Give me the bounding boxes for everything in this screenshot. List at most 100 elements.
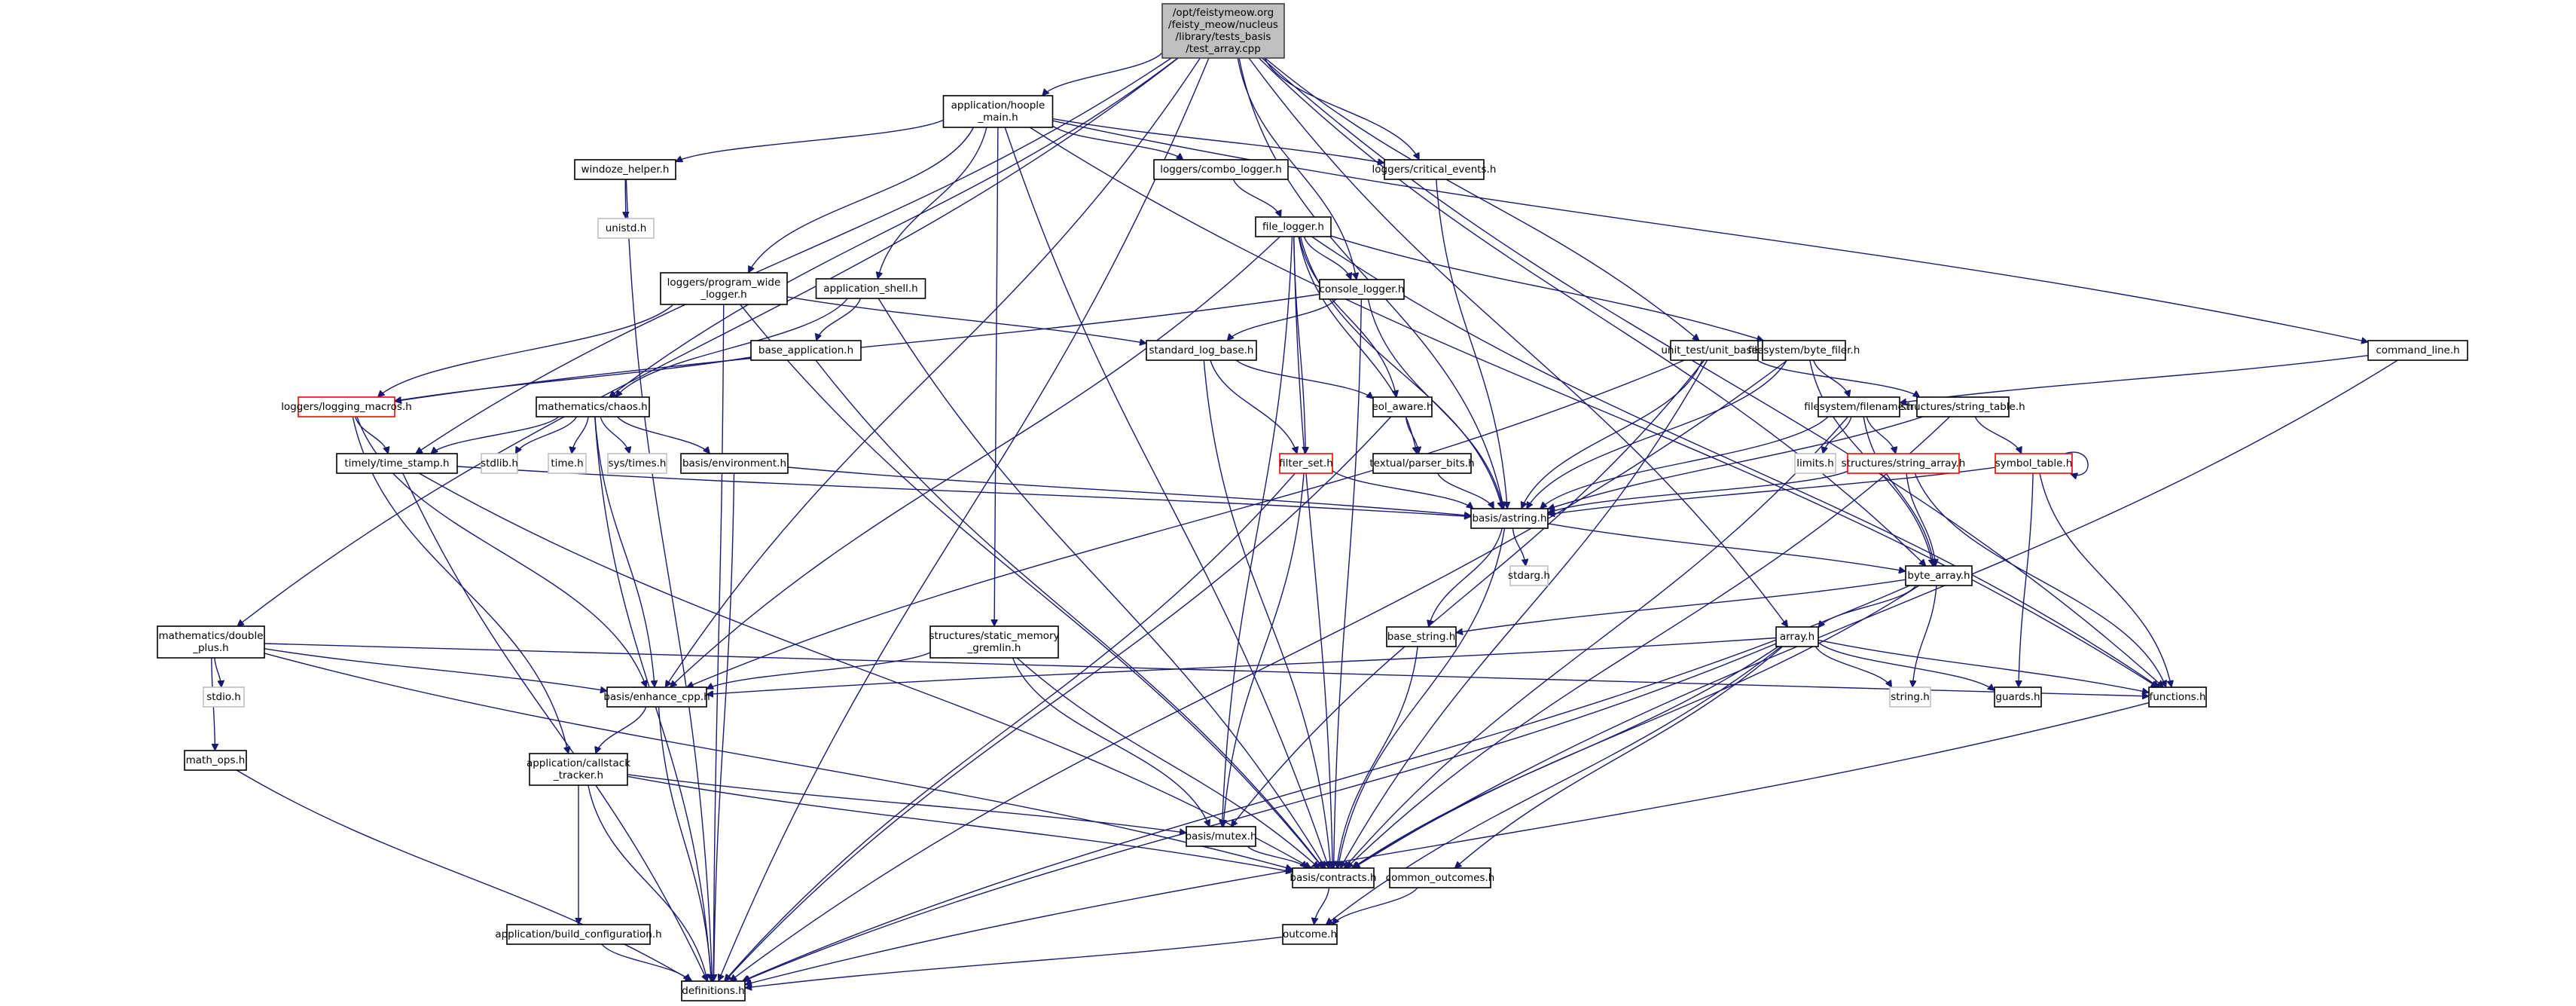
edge-file_logger-to-enhance_cpp [670, 236, 1280, 687]
node-label: application/build_configuration.h [495, 928, 661, 940]
edge-program_wide_logger-to-standard_log_base [786, 296, 1146, 344]
node-eol-aware[interactable]: eol_aware.h [1372, 396, 1433, 417]
edge-application_shell-to-chaos [616, 298, 848, 397]
node-label: textual/parser_bits.h [1369, 457, 1474, 469]
node-base-application[interactable]: base_application.h [750, 340, 862, 361]
node-console-logger[interactable]: console_logger.h [1319, 279, 1405, 300]
edge-base_application-to-logging_macros [395, 356, 752, 401]
node-astring[interactable]: basis/astring.h [1470, 508, 1549, 529]
node-box [1279, 453, 1333, 474]
edge-callstack_tracker-to-mutex [627, 774, 1186, 833]
node-box [481, 453, 518, 474]
node-unit-base[interactable]: unit_test/unit_base.h [1661, 340, 1768, 361]
edge-unit_base-to-enhance_cpp [687, 359, 1685, 687]
node-file-logger[interactable]: file_logger.h [1255, 216, 1332, 237]
edge-application_shell-to-contracts [877, 298, 1326, 868]
node-box [1282, 924, 1338, 945]
edge-base_string-to-contracts [1337, 646, 1418, 868]
node-filter-set[interactable]: filter_set.h [1279, 453, 1333, 474]
node-critical-events[interactable]: loggers/critical_events.h [1372, 159, 1497, 180]
node-enhance-cpp[interactable]: basis/enhance_cpp.h [603, 686, 710, 708]
node-common-outcomes[interactable]: common_outcomes.h [1386, 867, 1495, 888]
node-double-plus[interactable]: mathematics/double_plus.h [157, 625, 265, 659]
node-guards[interactable]: guards.h [1994, 686, 2042, 708]
node-box [1905, 565, 1973, 586]
node-string-array[interactable]: structures/string_array.h [1842, 453, 1966, 474]
node-label: structures/static_memory [929, 630, 1059, 642]
edge-filter_set-to-astring [1332, 469, 1473, 509]
edge-unit_base-to-astring [1521, 359, 1703, 509]
node-time-stamp[interactable]: timely/time_stamp.h [336, 453, 458, 474]
edge-byte_array-to-array [1818, 585, 1917, 628]
node-base-string[interactable]: base_string.h [1386, 626, 1457, 647]
node-build-configuration[interactable]: application/build_configuration.h [495, 924, 662, 945]
node-windoze-helper[interactable]: windoze_helper.h [574, 159, 676, 180]
node-symbol-table[interactable]: symbol_table.h [1995, 453, 2073, 474]
node-hoople-main[interactable]: application/hoople_main.h [942, 95, 1054, 128]
node-byte-array[interactable]: byte_array.h [1905, 565, 1973, 586]
edge-eol_aware-to-parser_bits [1405, 416, 1419, 454]
node-static-memory-gremlin[interactable]: structures/static_memory_gremlin.h [929, 625, 1060, 659]
edge-unit_base-to-string_table [1757, 359, 1920, 398]
edge-eol_aware-to-definitions [725, 416, 1392, 981]
edge-root-to-enhance_cpp [664, 57, 1201, 687]
node-box [1389, 867, 1491, 888]
node-label: _tracker.h [553, 769, 603, 781]
edge-filename-to-string_array [1866, 416, 1896, 454]
edge-hoople_main-to-command_line [1052, 120, 2369, 342]
node-combo-logger[interactable]: loggers/combo_logger.h [1153, 159, 1289, 180]
node-parser-bits[interactable]: textual/parser_bits.h [1369, 453, 1475, 474]
node-label: windoze_helper.h [581, 164, 670, 176]
edge-time_stamp-to-definitions [402, 472, 707, 981]
node-box [574, 159, 676, 180]
edge-file_logger-to-astring [1299, 236, 1503, 509]
edge-enhance_cpp-to-callstack_tracker [596, 706, 647, 754]
node-command-line[interactable]: command_line.h [2367, 340, 2468, 361]
edge-time_stamp-to-contracts [419, 472, 1311, 869]
node-contracts[interactable]: basis/contracts.h [1290, 867, 1377, 888]
node-unistd: unistd.h [597, 218, 655, 239]
node-box [298, 396, 395, 417]
edge-array-to-string_h [1814, 646, 1893, 687]
node-environment[interactable]: basis/environment.h [680, 453, 789, 474]
node-array[interactable]: array.h [1775, 626, 1819, 647]
node-label: sys/times.h [609, 457, 667, 469]
node-box [1470, 508, 1549, 529]
node-logging-macros[interactable]: loggers/logging_macros.h [281, 396, 412, 417]
node-mutex[interactable]: basis/mutex.h [1185, 826, 1257, 847]
node-box [1146, 340, 1257, 361]
node-string-table[interactable]: structures/string_table.h [1900, 396, 2025, 417]
edge-chaos-to-time [572, 416, 589, 454]
edge-callstack_tracker-to-definitions [588, 784, 707, 981]
edge-static_memory_gremlin-to-enhance_cpp [707, 652, 931, 690]
node-callstack-tracker[interactable]: application/callstack_tracker.h [526, 753, 630, 786]
edge-filename-to-contracts [1344, 416, 1849, 868]
edge-console_logger-to-astring [1367, 298, 1503, 509]
node-label: application_shell.h [823, 283, 917, 295]
edge-symbol_table-to-guards [2019, 472, 2034, 687]
node-byte-filer[interactable]: filesystem/byte_filer.h [1748, 340, 1860, 361]
node-label: _plus.h [192, 642, 229, 654]
node-application-shell[interactable]: application_shell.h [815, 278, 926, 299]
edge-filter_set-to-mutex [1223, 472, 1305, 827]
node-math-ops[interactable]: math_ops.h [184, 750, 247, 771]
node-label: stdarg.h [1508, 570, 1550, 582]
node-program-wide-logger[interactable]: loggers/program_wide_logger.h [660, 272, 788, 305]
edge-hoople_main-to-program_wide_logger [747, 127, 975, 273]
node-functions[interactable]: functions.h [2148, 686, 2207, 708]
node-definitions[interactable]: definitions.h [681, 980, 746, 1001]
node-chaos[interactable]: mathematics/chaos.h [536, 396, 650, 417]
edge-array-to-contracts [1352, 646, 1779, 869]
node-box [1509, 565, 1549, 586]
edge-unit_base-to-contracts [1339, 359, 1708, 868]
node-label: base_string.h [1387, 631, 1456, 643]
node-outcome[interactable]: outcome.h [1282, 924, 1338, 945]
node-standard-log-base[interactable]: standard_log_base.h [1146, 340, 1257, 361]
edge-hoople_main-to-windoze_helper [676, 119, 944, 161]
edge-standard_log_base-to-filter_set [1210, 359, 1297, 454]
node-root[interactable]: /opt/feistymeow.org/feisty_meow/nucleus/… [1161, 3, 1285, 59]
node-label: time.h [551, 457, 583, 469]
edge-base_application-to-contracts [815, 359, 1323, 868]
edge-filename-to-astring [1540, 416, 1829, 509]
node-filename[interactable]: filesystem/filename.h [1804, 396, 1914, 417]
